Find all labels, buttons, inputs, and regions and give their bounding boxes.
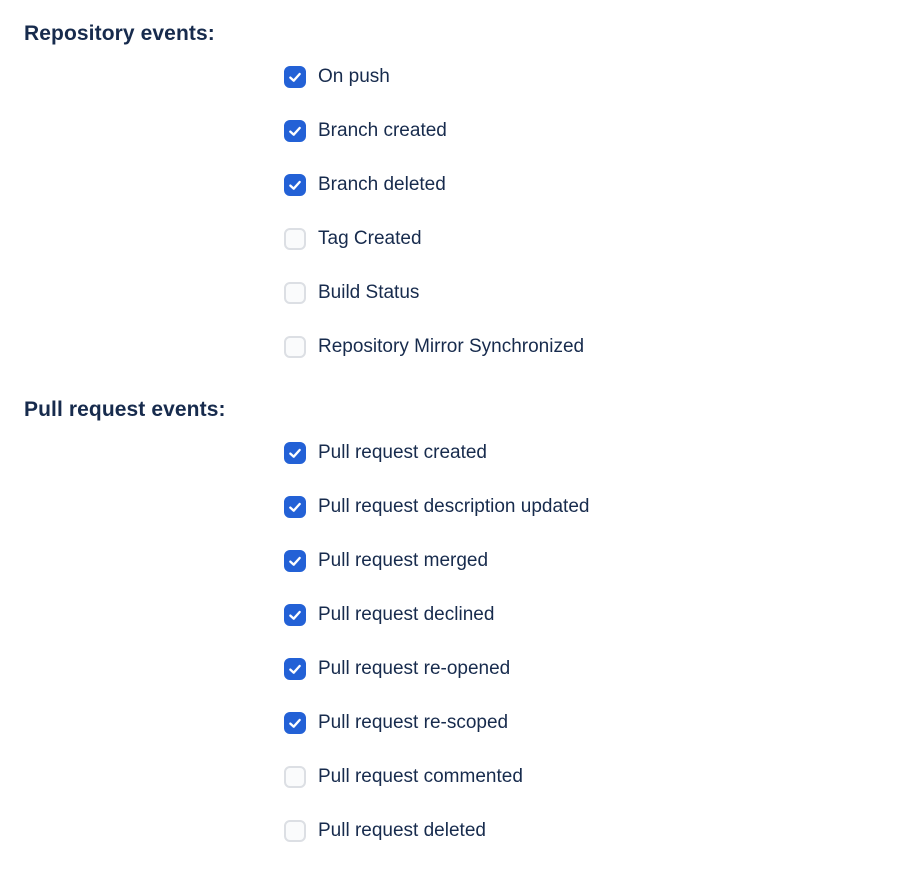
checkmark-icon bbox=[289, 72, 301, 82]
checkbox-row: Pull request description updated bbox=[284, 480, 914, 534]
repository-events-section: Repository events: On push Branch create… bbox=[24, 20, 914, 374]
checkbox-label[interactable]: Branch created bbox=[318, 120, 447, 141]
checkbox-build-status[interactable] bbox=[284, 282, 306, 304]
checkbox-pull-request-deleted[interactable] bbox=[284, 820, 306, 842]
checkbox-pull-request-declined[interactable] bbox=[284, 604, 306, 626]
checkbox-label[interactable]: Pull request re-opened bbox=[318, 658, 511, 679]
checkbox-row: Repository Mirror Synchronized bbox=[284, 320, 914, 374]
checkbox-pull-request-re-opened[interactable] bbox=[284, 658, 306, 680]
checkbox-label[interactable]: Pull request created bbox=[318, 442, 487, 463]
checkbox-label[interactable]: Build Status bbox=[318, 282, 420, 303]
checkbox-row: Pull request commented bbox=[284, 750, 914, 804]
checkbox-row: On push bbox=[284, 50, 914, 104]
checkmark-icon bbox=[289, 610, 301, 620]
checkbox-row: Pull request deleted bbox=[284, 804, 914, 858]
checkbox-row: Build Status bbox=[284, 266, 914, 320]
checkbox-label[interactable]: Repository Mirror Synchronized bbox=[318, 336, 585, 357]
checkbox-pull-request-description-updated[interactable] bbox=[284, 496, 306, 518]
checkmark-icon bbox=[289, 180, 301, 190]
checkmark-icon bbox=[289, 664, 301, 674]
checkbox-label[interactable]: Pull request declined bbox=[318, 604, 495, 625]
checkmark-icon bbox=[289, 502, 301, 512]
repository-events-heading: Repository events: bbox=[24, 22, 215, 45]
checkmark-icon bbox=[289, 718, 301, 728]
checkbox-label[interactable]: Branch deleted bbox=[318, 174, 446, 195]
checkbox-row: Pull request created bbox=[284, 426, 914, 480]
checkbox-tag-created[interactable] bbox=[284, 228, 306, 250]
pull-request-events-heading: Pull request events: bbox=[24, 398, 226, 421]
checkbox-repository-mirror-synchronized[interactable] bbox=[284, 336, 306, 358]
checkbox-label[interactable]: Pull request deleted bbox=[318, 820, 486, 841]
checkbox-row: Pull request merged bbox=[284, 534, 914, 588]
checkbox-pull-request-created[interactable] bbox=[284, 442, 306, 464]
checkbox-label[interactable]: Pull request commented bbox=[318, 766, 523, 787]
checkbox-pull-request-merged[interactable] bbox=[284, 550, 306, 572]
checkbox-label[interactable]: Pull request description updated bbox=[318, 496, 590, 517]
pull-request-events-rows: Pull request created Pull request descri… bbox=[284, 426, 914, 858]
pull-request-events-section: Pull request events: Pull request create… bbox=[24, 396, 914, 858]
checkbox-row: Branch deleted bbox=[284, 158, 914, 212]
checkbox-row: Pull request re-scoped bbox=[284, 696, 914, 750]
checkbox-row: Pull request re-opened bbox=[284, 642, 914, 696]
checkbox-pull-request-commented[interactable] bbox=[284, 766, 306, 788]
checkbox-branch-deleted[interactable] bbox=[284, 174, 306, 196]
checkmark-icon bbox=[289, 126, 301, 136]
checkbox-row: Pull request declined bbox=[284, 588, 914, 642]
checkbox-branch-created[interactable] bbox=[284, 120, 306, 142]
checkbox-row: Tag Created bbox=[284, 212, 914, 266]
checkbox-label[interactable]: Pull request merged bbox=[318, 550, 489, 571]
checkbox-label[interactable]: Pull request re-scoped bbox=[318, 712, 509, 733]
checkbox-row: Branch created bbox=[284, 104, 914, 158]
checkbox-pull-request-re-scoped[interactable] bbox=[284, 712, 306, 734]
repository-events-rows: On push Branch created Branch deleted Ta… bbox=[284, 50, 914, 374]
checkbox-label[interactable]: On push bbox=[318, 66, 390, 87]
checkmark-icon bbox=[289, 556, 301, 566]
checkbox-label[interactable]: Tag Created bbox=[318, 228, 422, 249]
checkmark-icon bbox=[289, 448, 301, 458]
checkbox-on-push[interactable] bbox=[284, 66, 306, 88]
